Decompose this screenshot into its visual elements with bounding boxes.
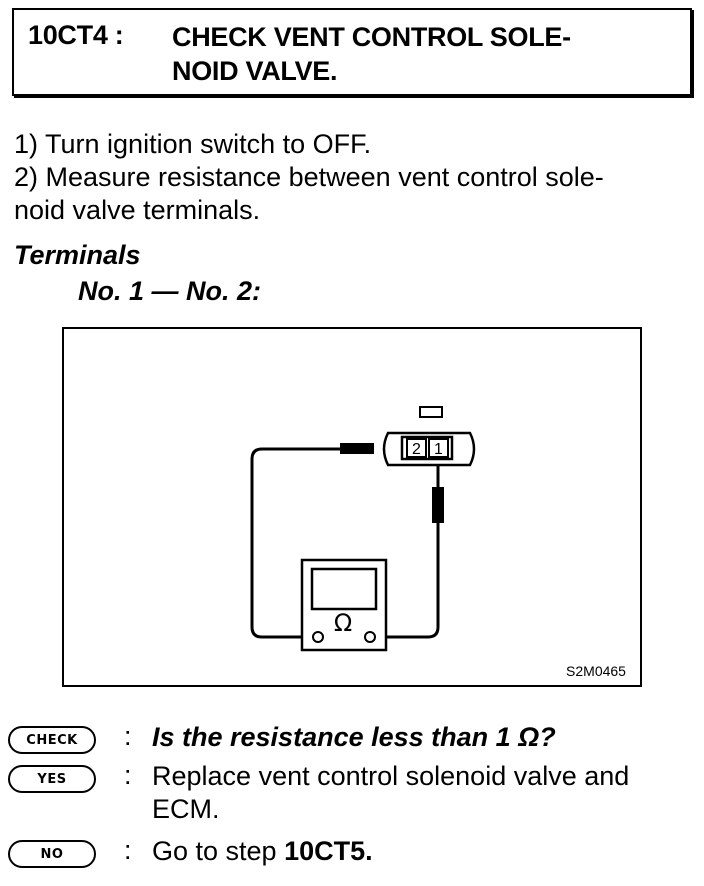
figure-code: S2M0465 — [566, 663, 626, 679]
yes-colon: : — [124, 760, 132, 790]
no-colon: : — [124, 835, 132, 865]
meter-terminal-right — [364, 631, 376, 643]
step-title-line-1: CHECK VENT CONTROL SOLE- — [172, 22, 571, 52]
check-badge: CHECK — [8, 726, 96, 754]
no-action-prefix: Go to step — [152, 836, 285, 866]
procedure-step-2: 2) Measure resistance between vent contr… — [14, 162, 604, 192]
check-question: Is the resistance less than 1 Ω? — [152, 722, 556, 752]
figure-frame — [62, 327, 642, 687]
step-id: 10CT4 : — [28, 20, 124, 50]
yes-action-line-2: ECM. — [152, 794, 220, 824]
pin-2-label: 2 — [412, 441, 421, 458]
next-step-reference: 10CT5 — [284, 836, 366, 866]
step-header-box: 10CT4 : CHECK VENT CONTROL SOLE- NOID VA… — [12, 8, 692, 96]
right-probe-wire — [374, 457, 440, 639]
meter-terminal-left — [312, 631, 324, 643]
yes-badge: YES — [8, 765, 96, 793]
ohm-symbol: Ω — [334, 609, 352, 637]
right-probe-tip — [432, 487, 444, 523]
procedure-step-2-continued: noid valve terminals. — [14, 195, 261, 225]
ohmmeter-icon — [300, 558, 388, 652]
resistance-measurement-diagram: 2 1 Ω S2M0465 — [250, 406, 626, 679]
terminals-pair: No. 1 — No. 2: — [78, 276, 262, 306]
connector-pin-1 — [428, 438, 449, 458]
solenoid-connector-icon — [382, 406, 476, 467]
no-action-suffix: . — [365, 836, 373, 866]
no-action: Go to step 10CT5. — [152, 835, 373, 868]
terminals-heading: Terminals — [14, 240, 141, 270]
procedure-step-1: 1) Turn ignition switch to OFF. — [14, 129, 372, 159]
step-title: CHECK VENT CONTROL SOLE- NOID VALVE. — [172, 20, 672, 88]
no-badge: NO — [8, 840, 96, 868]
meter-display — [310, 567, 378, 611]
left-probe-tip — [340, 443, 374, 454]
step-title-line-2: NOID VALVE. — [172, 56, 338, 86]
pin-1-label: 1 — [434, 441, 443, 458]
check-colon: : — [124, 721, 132, 751]
yes-action-line-1: Replace vent control solenoid valve and — [152, 761, 630, 791]
left-probe-wire — [250, 447, 362, 639]
connector-pin-2 — [406, 438, 427, 458]
